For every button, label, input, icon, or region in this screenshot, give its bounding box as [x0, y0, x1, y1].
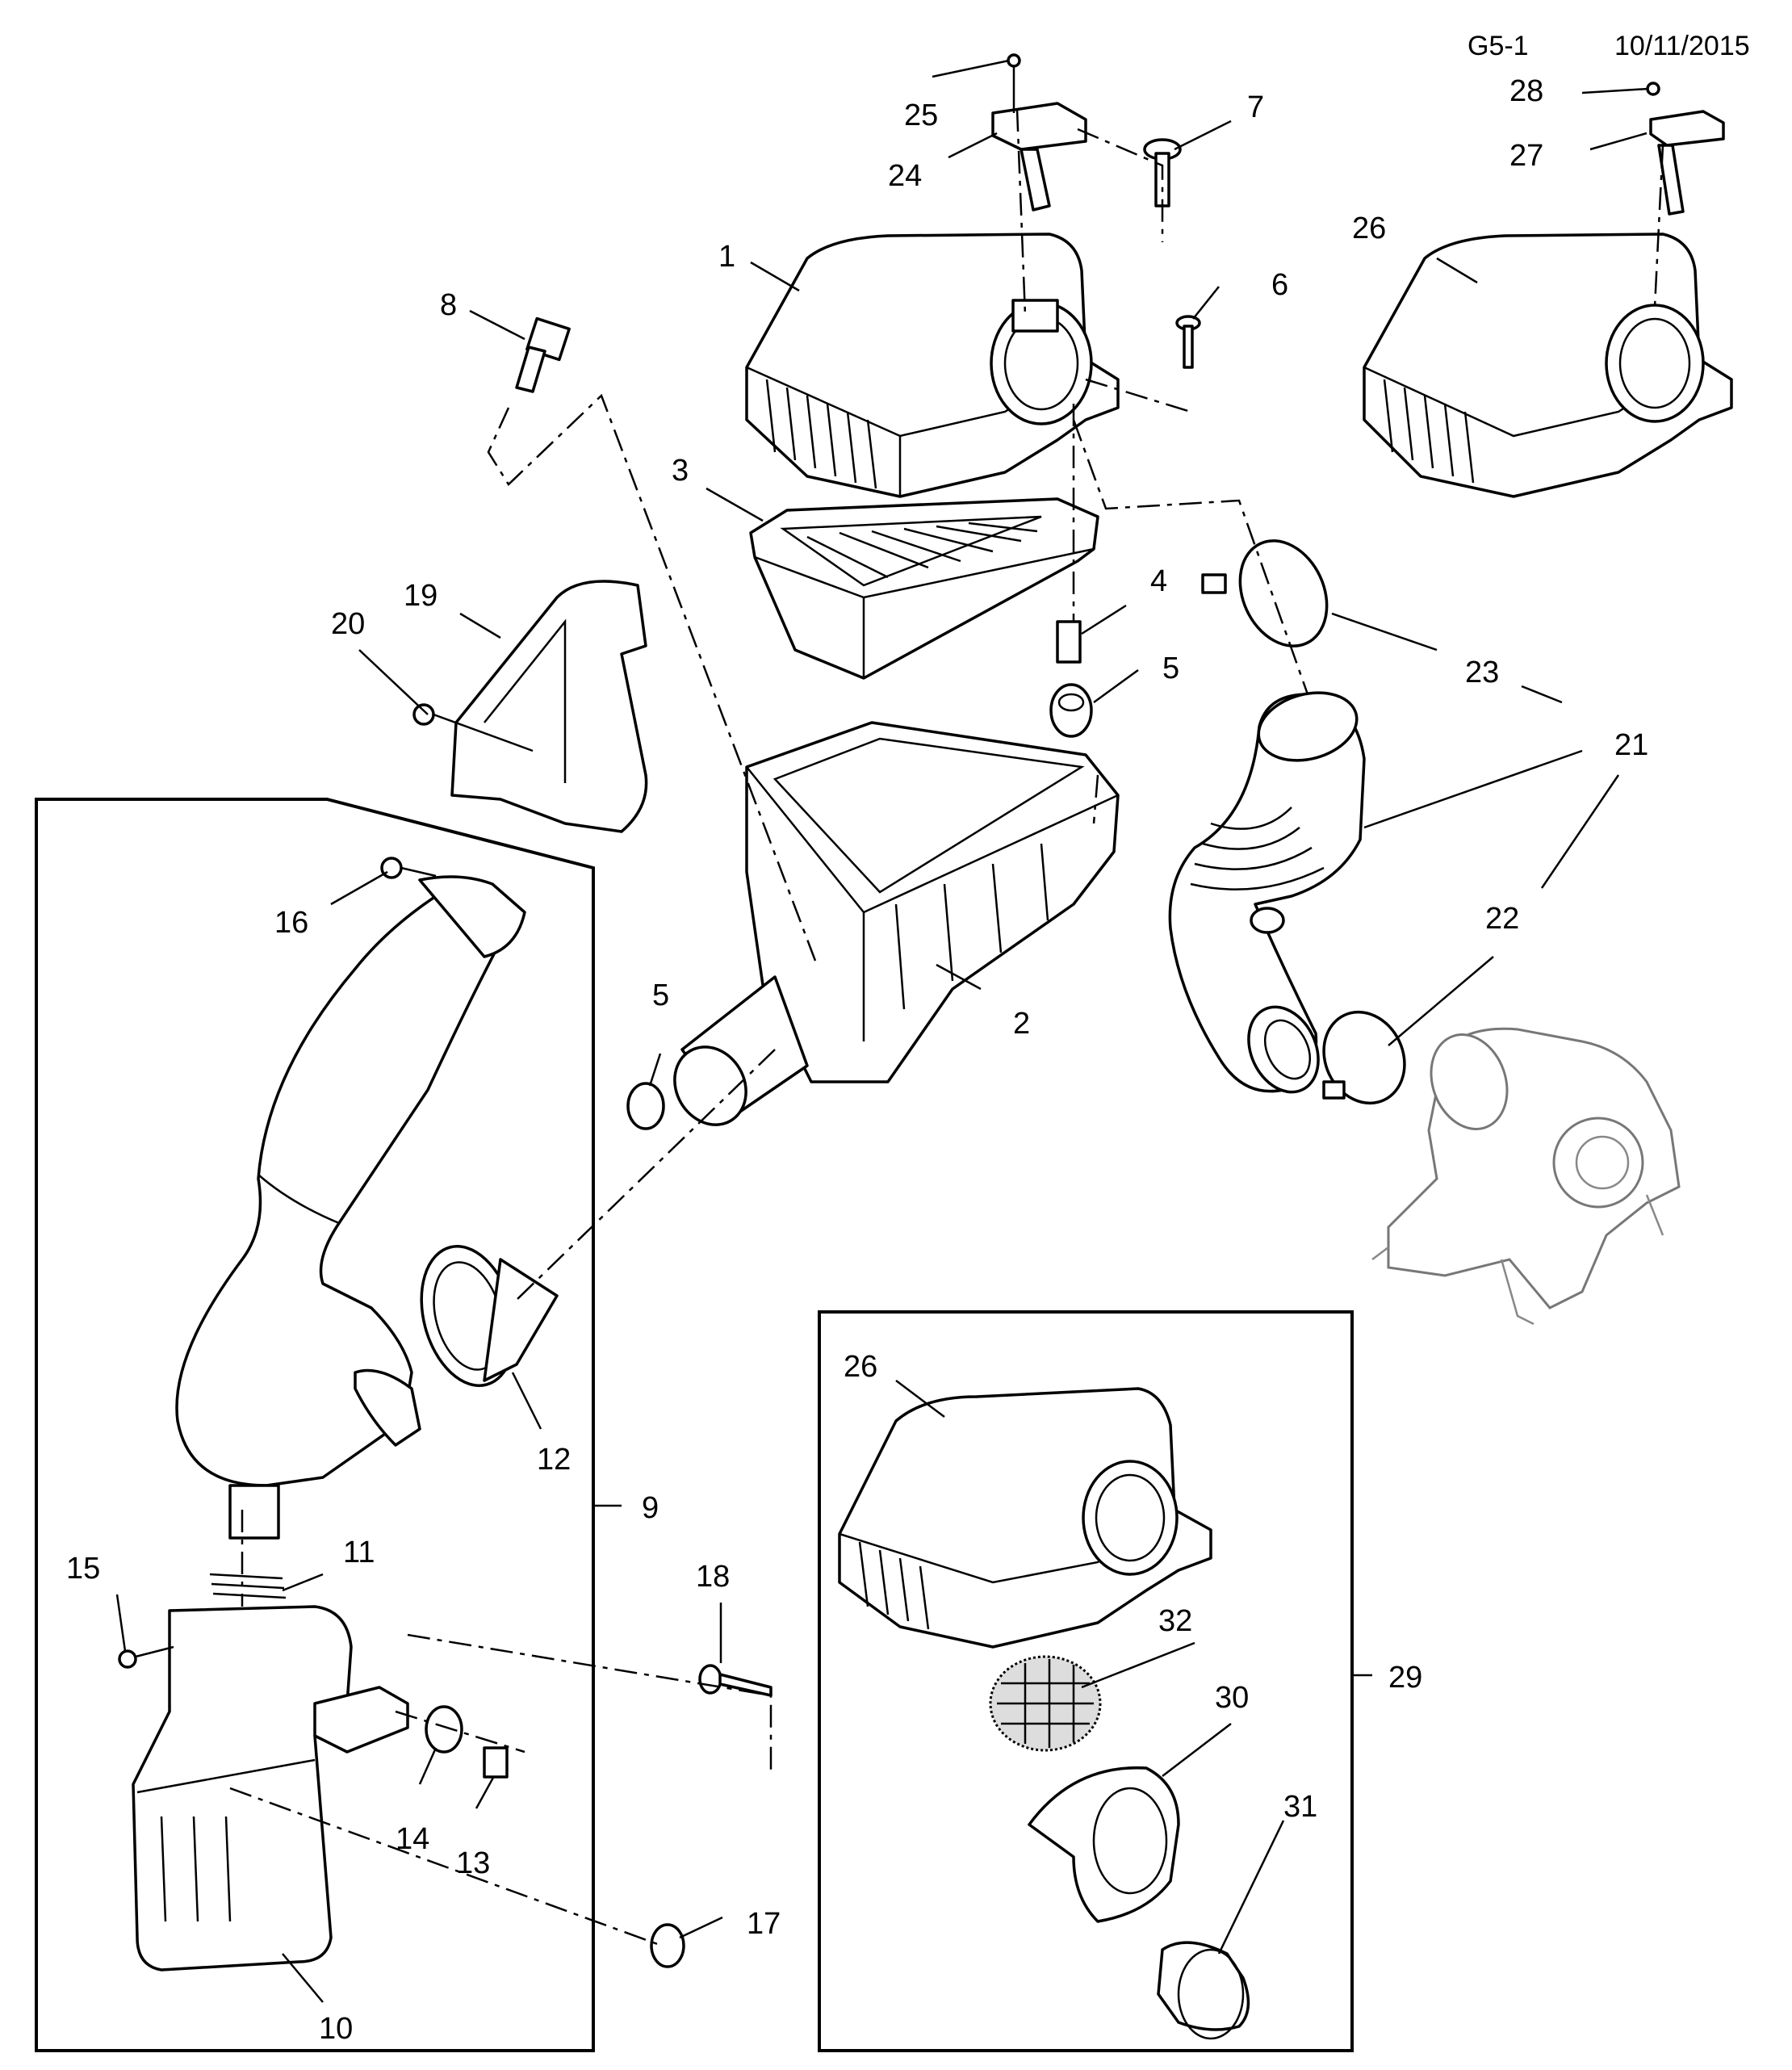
grommet-5-lower — [626, 1082, 665, 1130]
callout-31: 31 — [1283, 1790, 1317, 1824]
bolt-18 — [698, 1664, 772, 1697]
turbocharger-reference — [1371, 1027, 1681, 1326]
callout-11: 11 — [343, 1536, 375, 1569]
callout-3: 3 — [672, 454, 689, 488]
callout-32: 32 — [1158, 1604, 1192, 1638]
callout-12: 12 — [537, 1443, 571, 1477]
callout-13: 13 — [456, 1846, 490, 1880]
leader-lines — [115, 59, 1649, 2003]
air-filter-element — [749, 497, 1099, 680]
grommet-5-upper — [1049, 683, 1093, 738]
screw-16 — [380, 857, 437, 879]
mass-airflow-sensor-27 — [1646, 82, 1725, 216]
callout-23: 23 — [1465, 656, 1499, 689]
callout-29: 29 — [1388, 1661, 1422, 1695]
resonator-10 — [132, 1605, 409, 1972]
callout-labels: 1 2 3 4 5 5 6 7 8 9 10 11 12 13 14 15 16… — [66, 74, 1648, 2046]
air-cleaner-upper-housing — [745, 233, 1120, 498]
callout-20: 20 — [331, 607, 365, 641]
callout-14: 14 — [396, 1822, 429, 1856]
callout-30: 30 — [1215, 1681, 1249, 1715]
callout-28: 28 — [1509, 74, 1543, 108]
assembly-9-frame — [35, 798, 595, 2052]
diagram-date: 10/11/2015 — [1614, 31, 1750, 61]
callout-7: 7 — [1247, 90, 1264, 124]
callout-24: 24 — [888, 159, 922, 193]
intake-hose-21 — [1168, 691, 1366, 1094]
duct-seal-12 — [420, 1245, 559, 1387]
callout-25: 25 — [904, 98, 938, 132]
callout-5-lower: 5 — [652, 978, 669, 1012]
insulator-11 — [209, 1573, 287, 1599]
adapter-31 — [1157, 1941, 1250, 2040]
callout-22: 22 — [1485, 902, 1519, 936]
callout-6: 6 — [1271, 268, 1288, 302]
callout-1: 1 — [718, 240, 735, 274]
bolt-8 — [515, 316, 571, 393]
screen-32 — [989, 1655, 1102, 1752]
duct-adapter-30 — [1028, 1766, 1180, 1923]
callout-2: 2 — [1013, 1007, 1030, 1041]
callout-26-upper: 26 — [1352, 212, 1386, 245]
upper-housing-26-kit — [838, 1387, 1212, 1649]
screw-15 — [118, 1645, 174, 1669]
air-duct-9-bend — [175, 875, 526, 1540]
resonator-cover-19 — [412, 580, 648, 833]
callout-18: 18 — [696, 1560, 730, 1594]
screw-6 — [1175, 315, 1201, 369]
hose-clamp-22 — [1322, 1010, 1406, 1105]
diagram-code: G5-1 — [1468, 31, 1529, 61]
grommet-17 — [650, 1923, 685, 1968]
callout-17: 17 — [747, 1907, 781, 1941]
callout-15: 15 — [66, 1552, 100, 1586]
callout-19: 19 — [404, 579, 438, 613]
spacer-4 — [1056, 620, 1082, 664]
grommet-14 — [425, 1705, 463, 1754]
callout-27: 27 — [1509, 139, 1543, 173]
callout-9: 9 — [642, 1491, 659, 1525]
assembly-lines — [229, 108, 1664, 1947]
spacer-13 — [483, 1746, 509, 1779]
callout-21: 21 — [1614, 728, 1648, 762]
callout-4: 4 — [1150, 564, 1167, 598]
callout-26-kit: 26 — [844, 1350, 877, 1384]
callout-10: 10 — [319, 2012, 353, 2046]
callout-8: 8 — [440, 288, 457, 322]
mass-airflow-sensor-24 — [991, 53, 1087, 212]
alternate-upper-housing — [1363, 233, 1733, 498]
callout-16: 16 — [274, 906, 308, 940]
air-cleaner-lower-housing — [673, 721, 1120, 1126]
callout-5-upper: 5 — [1162, 652, 1179, 685]
assembly-29-frame — [818, 1310, 1354, 2052]
